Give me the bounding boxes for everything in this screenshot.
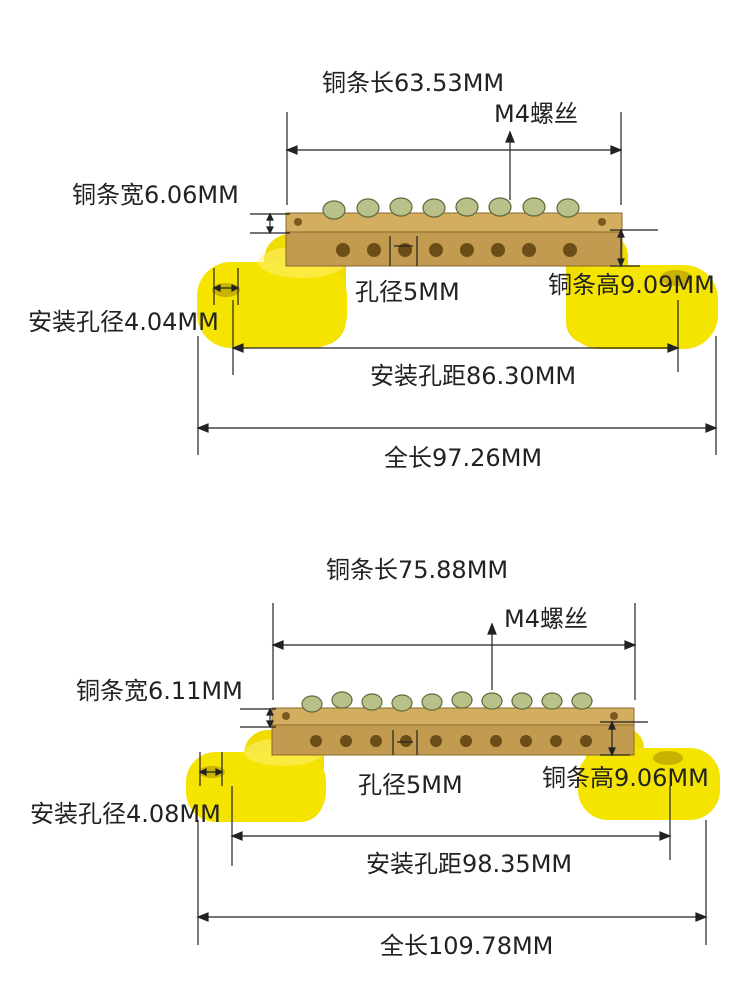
terminal-bar-diagram-1: 铜条长63.53MM M4螺丝 铜条宽6.06MM 孔径5MM 铜条高9.09M…: [0, 0, 750, 490]
copper-bar: [271, 707, 635, 756]
bar-width-label: 铜条宽6.06MM: [72, 181, 239, 209]
terminal-bar-diagram-2: 铜条长75.88MM M4螺丝 铜条宽6.11MM 孔径5MM 铜条高9.06M…: [0, 490, 750, 983]
dimension-lines: [196, 112, 718, 455]
hole-dia-label: 孔径5MM: [358, 771, 463, 799]
mount-hole-spacing-label: 安装孔距86.30MM: [370, 362, 577, 390]
bar-width-label: 铜条宽6.11MM: [76, 677, 243, 705]
mount-hole-spacing-label: 安装孔距98.35MM: [366, 850, 573, 878]
screw-label: M4螺丝: [494, 100, 578, 128]
bar-length-label: 铜条长63.53MM: [322, 69, 505, 97]
left-mount-hole: [212, 283, 240, 297]
copper-bar: [285, 212, 623, 267]
bar-height-label: 铜条高9.06MM: [542, 764, 709, 792]
screws: [301, 691, 593, 713]
right-insulator: [566, 234, 718, 349]
diagram-2-drawing: [186, 603, 720, 945]
hole-dia-label: 孔径5MM: [355, 278, 460, 306]
screws: [322, 197, 580, 220]
dimension-lines: [196, 603, 708, 945]
right-mount-hole: [660, 270, 692, 286]
total-length-label: 全长97.26MM: [384, 444, 543, 472]
diagram-1-drawing: [196, 112, 718, 455]
right-mount-hole: [653, 751, 683, 765]
bar-height-label: 铜条高9.09MM: [548, 271, 715, 299]
mount-hole-dia-label: 安装孔径4.04MM: [28, 308, 219, 336]
total-length-label: 全长109.78MM: [380, 932, 554, 960]
mount-hole-dia-label: 安装孔径4.08MM: [30, 800, 221, 828]
bar-length-label: 铜条长75.88MM: [326, 556, 509, 584]
screw-label: M4螺丝: [504, 605, 588, 633]
